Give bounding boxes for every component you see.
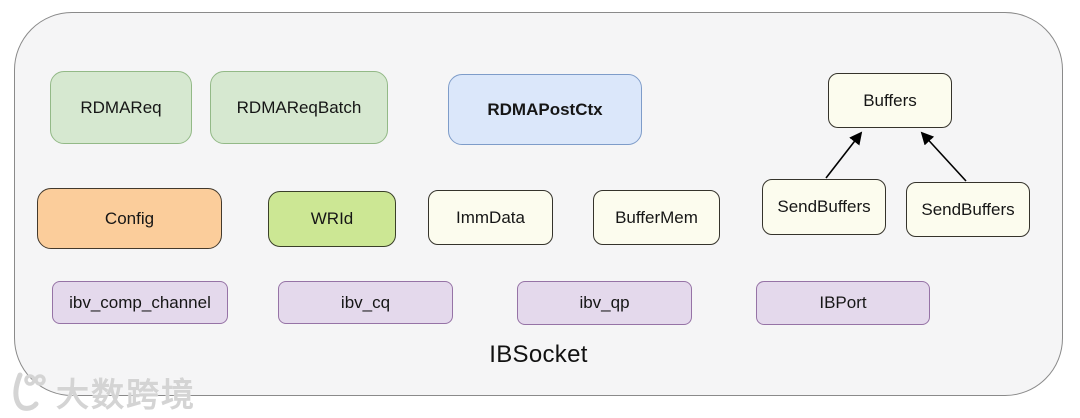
node-sendbuffers-left: SendBuffers xyxy=(762,179,886,235)
watermark-logo-icon xyxy=(6,371,50,413)
node-sendbuffers-right: SendBuffers xyxy=(906,182,1030,237)
watermark-text: 大数跨境 xyxy=(56,376,196,413)
node-buffers: Buffers xyxy=(828,73,952,128)
node-rdmareq: RDMAReq xyxy=(50,71,192,144)
ibsocket-label: IBSocket xyxy=(489,341,588,368)
node-rdmareqbatch: RDMAReqBatch xyxy=(210,71,388,144)
node-ibv-cq: ibv_cq xyxy=(278,281,453,324)
node-immdata: ImmData xyxy=(428,190,553,245)
node-config: Config xyxy=(37,188,222,249)
node-ibv-comp-channel: ibv_comp_channel xyxy=(52,281,228,324)
node-ibport: IBPort xyxy=(756,281,930,325)
watermark: 大数跨境 xyxy=(6,368,196,416)
node-ibv-qp: ibv_qp xyxy=(517,281,692,325)
node-rdmapostctx: RDMAPostCtx xyxy=(448,74,642,145)
node-buffermem: BufferMem xyxy=(593,190,720,245)
node-wrid: WRId xyxy=(268,191,396,247)
